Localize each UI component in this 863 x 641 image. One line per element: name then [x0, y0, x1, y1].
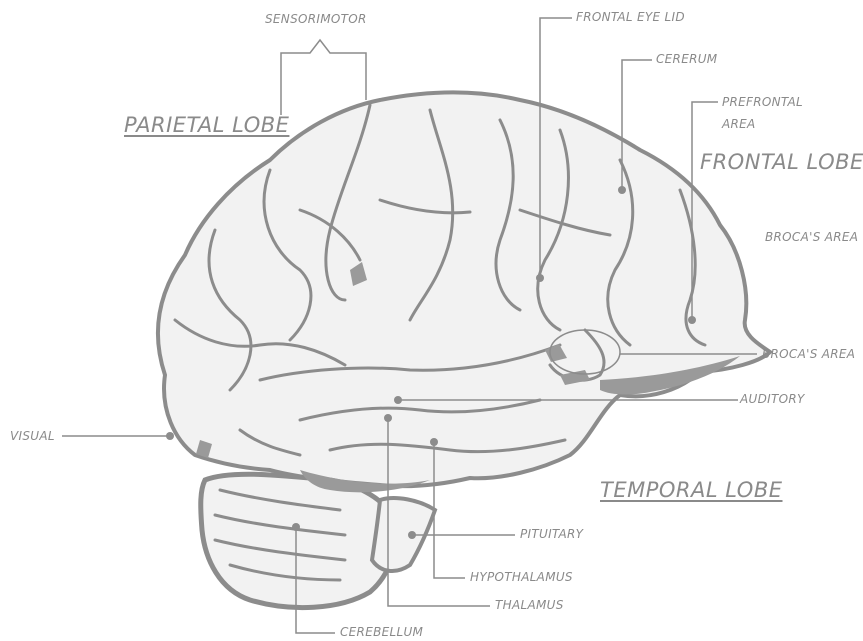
- label-brocas-area-upper: BROCA'S AREA: [765, 230, 858, 244]
- label-cererum: CERERUM: [656, 52, 717, 66]
- label-thalamus: THALAMUS: [495, 598, 564, 612]
- cerebellum-shape: [201, 474, 397, 607]
- label-hypothalamus: HYPOTHALAMUS: [470, 570, 573, 584]
- sensorimotor-bracket: [281, 40, 366, 115]
- label-parietal-lobe: PARIETAL LOBE: [124, 113, 289, 137]
- label-sensorimotor: SENSORIMOTOR: [265, 12, 367, 26]
- label-pituitary: PITUITARY: [520, 527, 583, 541]
- label-brocas-area-lower: BROCA'S AREA: [762, 347, 855, 361]
- label-frontal-eye-lid: FRONTAL EYE LID: [576, 10, 685, 24]
- label-auditory: AUDITORY: [740, 392, 805, 406]
- label-prefrontal-line2: AREA: [722, 117, 756, 131]
- label-cerebellum: CEREBELLUM: [340, 625, 423, 639]
- label-temporal-lobe: TEMPORAL LOBE: [600, 478, 783, 502]
- label-visual: VISUAL: [10, 429, 55, 443]
- label-frontal-lobe: FRONTAL LOBE: [700, 150, 863, 174]
- label-prefrontal-line1: PREFRONTAL: [722, 95, 803, 109]
- cerebrum-shape: [158, 92, 770, 486]
